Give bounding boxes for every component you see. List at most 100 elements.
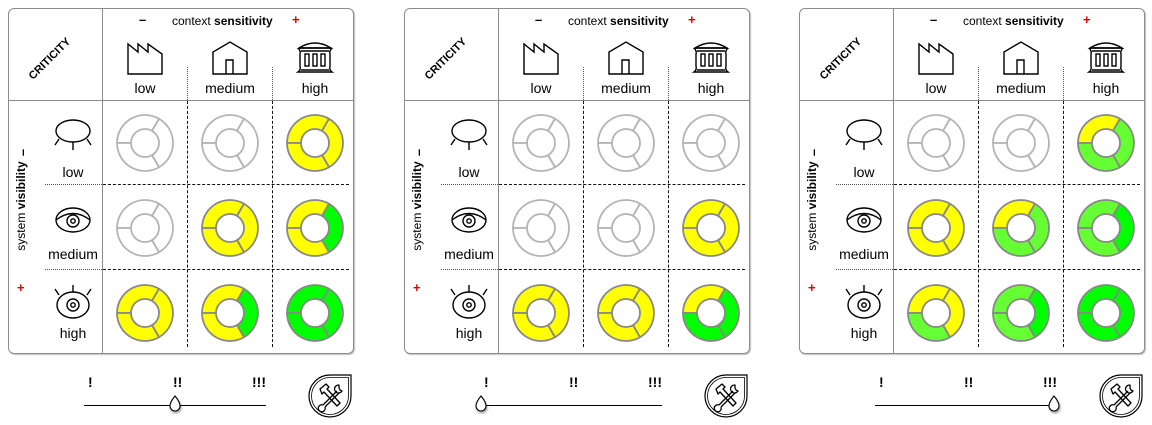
tools-icon xyxy=(308,374,352,418)
context-plus-sign: + xyxy=(1083,12,1091,27)
half-open-eye-icon xyxy=(844,205,884,240)
settings-tools-button[interactable] xyxy=(702,372,750,420)
donut-segment-bottom xyxy=(992,227,1036,257)
donut-segment-bottom xyxy=(201,312,245,342)
donut-chart xyxy=(992,114,1050,172)
donut-chart xyxy=(286,199,344,257)
donut-segment-bottom xyxy=(286,142,330,172)
context-plus-sign: + xyxy=(688,12,696,27)
slider-thumb[interactable] xyxy=(167,394,183,414)
row-label-divider xyxy=(441,269,498,270)
risk-donut[interactable] xyxy=(200,113,260,173)
visibility-minus-sign: – xyxy=(15,148,31,157)
slider-thumb[interactable] xyxy=(473,394,489,414)
donut-segment-bottom xyxy=(907,227,951,257)
donut-chart xyxy=(682,199,740,257)
donut-segment-bottom xyxy=(597,142,641,172)
risk-donut[interactable] xyxy=(681,113,741,173)
visibility-minus-sign: – xyxy=(806,148,822,157)
donut-chart xyxy=(201,199,259,257)
grid-row-divider xyxy=(103,269,349,270)
donut-chart xyxy=(512,114,570,172)
slider-tick-label: !!! xyxy=(252,374,266,390)
factory-icon xyxy=(522,40,560,81)
settings-tools-button[interactable] xyxy=(1097,372,1145,420)
risk-donut[interactable] xyxy=(200,283,260,343)
risk-donut[interactable] xyxy=(1076,283,1136,343)
header-row-divider xyxy=(405,100,749,101)
visibility-plus-sign: + xyxy=(413,280,421,295)
open-eye-icon xyxy=(449,285,489,324)
slider-thumb[interactable] xyxy=(1046,394,1062,414)
risk-donut[interactable] xyxy=(200,198,260,258)
risk-donut[interactable] xyxy=(596,198,656,258)
criticity-label: CRITICITY xyxy=(817,35,865,83)
donut-segment-bottom xyxy=(907,312,951,342)
risk-donut[interactable] xyxy=(115,113,175,173)
risk-donut[interactable] xyxy=(596,283,656,343)
row-label-divider xyxy=(836,184,893,185)
risk-donut[interactable] xyxy=(115,198,175,258)
grid-column-divider xyxy=(668,101,669,347)
closed-eye-icon xyxy=(53,119,93,158)
column-label-high: high xyxy=(1092,80,1120,96)
risk-donut[interactable] xyxy=(511,283,571,343)
risk-donut[interactable] xyxy=(1076,198,1136,258)
header-column-divider xyxy=(498,9,499,353)
row-label-medium: medium xyxy=(48,246,98,262)
donut-segment-bottom xyxy=(682,227,726,257)
risk-donut[interactable] xyxy=(991,283,1051,343)
slider-tick-label: !! xyxy=(173,374,183,390)
risk-donut[interactable] xyxy=(596,113,656,173)
government-building-icon xyxy=(691,40,731,81)
donut-chart xyxy=(201,284,259,342)
donut-segment-bottom xyxy=(512,142,556,172)
row-label-low: low xyxy=(458,164,480,180)
system-visibility-title: system visibility xyxy=(410,151,424,261)
risk-donut[interactable] xyxy=(511,198,571,258)
visibility-bold: visibility xyxy=(805,161,819,210)
visibility-bold: visibility xyxy=(410,161,424,210)
context-minus-sign: – xyxy=(535,12,543,27)
criticity-slider-track[interactable] xyxy=(875,405,1057,406)
risk-donut[interactable] xyxy=(681,198,741,258)
risk-donut[interactable] xyxy=(115,283,175,343)
risk-donut[interactable] xyxy=(285,198,345,258)
criticity-slider-track[interactable] xyxy=(480,405,662,406)
risk-donut[interactable] xyxy=(1076,113,1136,173)
factory-icon xyxy=(126,40,164,81)
context-prefix: context xyxy=(568,14,611,28)
risk-donut[interactable] xyxy=(991,198,1051,258)
risk-donut[interactable] xyxy=(285,113,345,173)
risk-donut[interactable] xyxy=(906,113,966,173)
risk-donut[interactable] xyxy=(681,283,741,343)
donut-chart xyxy=(597,114,655,172)
settings-tools-button[interactable] xyxy=(306,372,354,420)
column-label-medium: medium xyxy=(205,80,255,96)
row-label-high: high xyxy=(59,325,87,341)
slider-tick-label: !!! xyxy=(1043,374,1057,390)
open-eye-icon xyxy=(53,285,93,324)
donut-segment-bottom xyxy=(286,312,330,342)
closed-eye-icon xyxy=(449,119,489,158)
risk-donut[interactable] xyxy=(906,198,966,258)
donut-chart xyxy=(512,284,570,342)
header-row-divider xyxy=(9,100,353,101)
donut-chart xyxy=(992,199,1050,257)
header-dotted-divider xyxy=(187,67,188,100)
donut-chart xyxy=(1077,284,1135,342)
donut-chart xyxy=(116,114,174,172)
visibility-bold: visibility xyxy=(14,161,28,210)
risk-donut[interactable] xyxy=(511,113,571,173)
donut-segment-bottom xyxy=(907,142,951,172)
risk-donut[interactable] xyxy=(991,113,1051,173)
risk-donut[interactable] xyxy=(285,283,345,343)
risk-donut[interactable] xyxy=(906,283,966,343)
donut-segment-bottom xyxy=(1077,142,1121,172)
header-dotted-divider xyxy=(583,67,584,100)
tools-icon xyxy=(1099,374,1143,418)
row-label-high: high xyxy=(850,325,878,341)
